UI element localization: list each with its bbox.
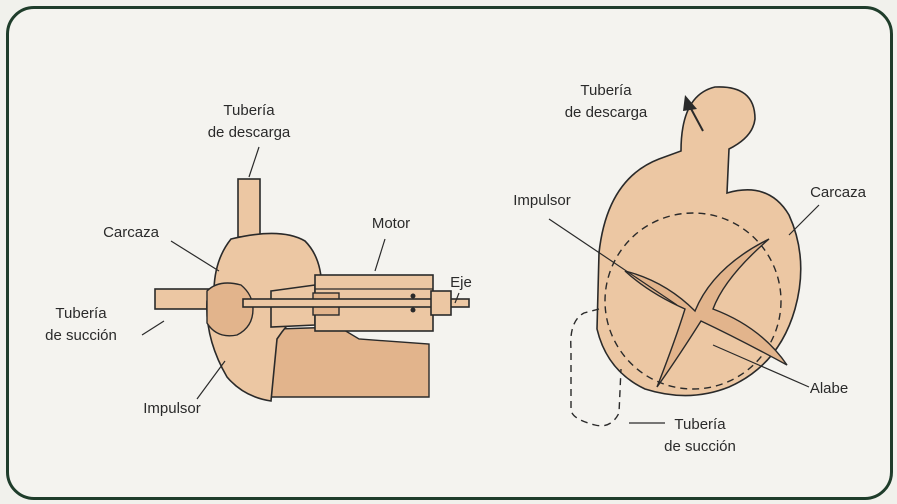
discharge-pipe-side	[238, 179, 260, 237]
label-suction-pipe-left-1: Tubería	[55, 305, 107, 322]
label-casing-left: Carcaza	[103, 224, 160, 241]
label-suction-pipe-right-1: Tubería	[674, 416, 726, 433]
pump-side-view	[155, 179, 469, 401]
label-suction-pipe-right-2: de succión	[664, 438, 736, 455]
label-discharge-pipe-right-2: de descarga	[565, 104, 648, 121]
label-vane: Alabe	[810, 380, 848, 397]
label-suction-pipe-left-2: de succión	[45, 327, 117, 344]
suction-pipe-side	[155, 289, 215, 309]
label-discharge-pipe-right-1: Tubería	[580, 82, 632, 99]
centrifugal-pump-diagram: Tubería de descarga Carcaza Motor Eje Tu…	[9, 9, 890, 497]
label-shaft: Eje	[450, 274, 472, 291]
label-discharge-pipe-left-2: de descarga	[208, 124, 291, 141]
pump-pedestal	[271, 327, 429, 397]
label-motor: Motor	[372, 215, 410, 232]
label-impeller-right: Impulsor	[513, 192, 571, 209]
diagram-frame: Tubería de descarga Carcaza Motor Eje Tu…	[6, 6, 893, 500]
motor-endcap	[431, 291, 451, 315]
label-casing-right: Carcaza	[810, 184, 867, 201]
impeller-side	[207, 283, 253, 336]
label-impeller-left: Impulsor	[143, 400, 201, 417]
label-discharge-pipe-left-1: Tubería	[223, 102, 275, 119]
